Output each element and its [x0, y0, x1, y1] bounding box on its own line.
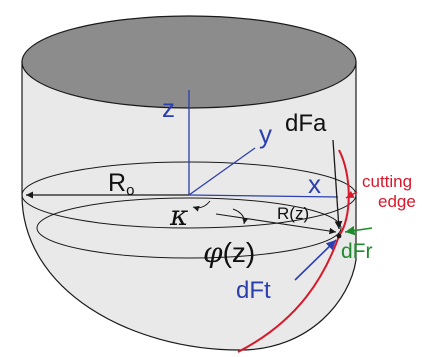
- tool-body: [21, 61, 357, 351]
- kappa-label: κ: [169, 199, 188, 232]
- dFr-arrow: [344, 225, 373, 236]
- x-axis-label: x: [308, 169, 321, 199]
- cutting-label: cutting: [362, 172, 412, 191]
- radius-label: Ro: [108, 169, 134, 199]
- z-axis-label: z: [162, 93, 175, 123]
- r-of-z-label: R(z): [277, 204, 309, 223]
- y-axis: [188, 147, 256, 196]
- dFa-arrow: [332, 139, 343, 230]
- kappa-arc: [192, 200, 211, 212]
- x-axis: [188, 194, 339, 198]
- phi-label: φ(z): [203, 236, 255, 269]
- phi-arc: [232, 208, 249, 225]
- cutting-edge-curve: [237, 149, 350, 353]
- dFr-label: dFr: [341, 240, 373, 263]
- dFt-label: dFt: [236, 277, 271, 304]
- cutting-edge-pointer: [345, 190, 358, 199]
- dFt-arrow: [294, 239, 337, 281]
- edge-label: edge: [378, 192, 416, 211]
- cutting-point: [336, 233, 342, 239]
- r-of-z-arrow: [215, 213, 337, 235]
- dFa-label: dFa: [285, 110, 327, 137]
- y-axis-label: y: [259, 119, 272, 149]
